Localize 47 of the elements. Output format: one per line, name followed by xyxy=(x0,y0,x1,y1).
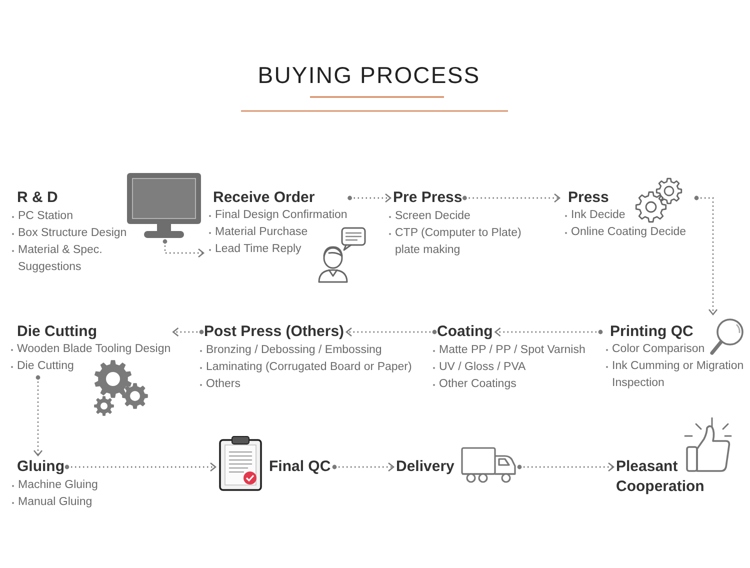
step-detail: Machine Gluing xyxy=(9,477,98,494)
step-detail: Laminating (Corrugated Board or Paper) xyxy=(197,359,412,376)
step-detail: Material & Spec. Suggestions xyxy=(9,242,134,276)
step-detail: Ink Decide xyxy=(562,207,626,224)
dotted-arrow xyxy=(346,327,437,337)
step-heading: Pleasant Cooperation xyxy=(616,457,706,497)
monitor-icon xyxy=(126,172,202,239)
step-detail: Screen Decide xyxy=(386,208,470,225)
step-detail: Color Comparison xyxy=(603,341,705,358)
step-heading: Delivery xyxy=(396,458,454,476)
step-detail: Manual Gluing xyxy=(9,494,92,511)
step-detail: Others xyxy=(197,376,241,393)
title: BUYING PROCESS xyxy=(258,61,480,89)
dotted-arrow xyxy=(64,462,216,472)
dotted-arrow xyxy=(462,193,560,203)
step-detail: Material Purchase xyxy=(206,224,308,241)
dotted-arrow xyxy=(162,239,204,258)
step-detail: Matte PP / PP / Spot Varnish xyxy=(430,342,586,359)
step-detail: Ink Cumming or Migration Inspection xyxy=(603,358,748,392)
step-heading: Receive Order xyxy=(213,189,315,207)
step-detail: PC Station xyxy=(9,208,73,225)
step-detail: Online Coating Decide xyxy=(562,224,686,241)
step-heading: R & D xyxy=(17,189,58,207)
dotted-arrow xyxy=(694,196,718,316)
step-detail: Box Structure Design xyxy=(9,225,127,242)
step-detail: Bronzing / Debossing / Embossing xyxy=(197,342,382,359)
step-heading: Gluing xyxy=(17,458,64,476)
step-heading: Die Cutting xyxy=(17,323,97,341)
step-detail: UV / Gloss / PVA xyxy=(430,359,526,376)
dotted-arrow xyxy=(348,193,392,203)
step-heading: Printing QC xyxy=(610,323,694,341)
step-heading: Final QC xyxy=(269,458,331,476)
step-heading: Post Press (Others) xyxy=(204,323,344,341)
step-heading: Pre Press xyxy=(393,189,462,207)
step-detail: CTP (Computer to Plate) plate making xyxy=(386,225,535,259)
step-detail: Other Coatings xyxy=(430,376,516,393)
dotted-arrow xyxy=(172,327,204,337)
step-detail: Lead Time Reply xyxy=(206,241,302,258)
step-detail: Final Design Confirmation xyxy=(206,207,348,224)
dotted-arrow xyxy=(494,327,603,337)
step-heading: Coating xyxy=(437,323,493,341)
step-detail: Wooden Blade Tooling Design xyxy=(8,341,171,358)
step-detail: Die Cutting xyxy=(8,358,74,375)
step-heading: Press xyxy=(568,189,609,207)
dotted-arrow xyxy=(332,462,394,472)
dotted-arrow xyxy=(517,462,614,472)
dotted-arrow xyxy=(33,375,43,456)
